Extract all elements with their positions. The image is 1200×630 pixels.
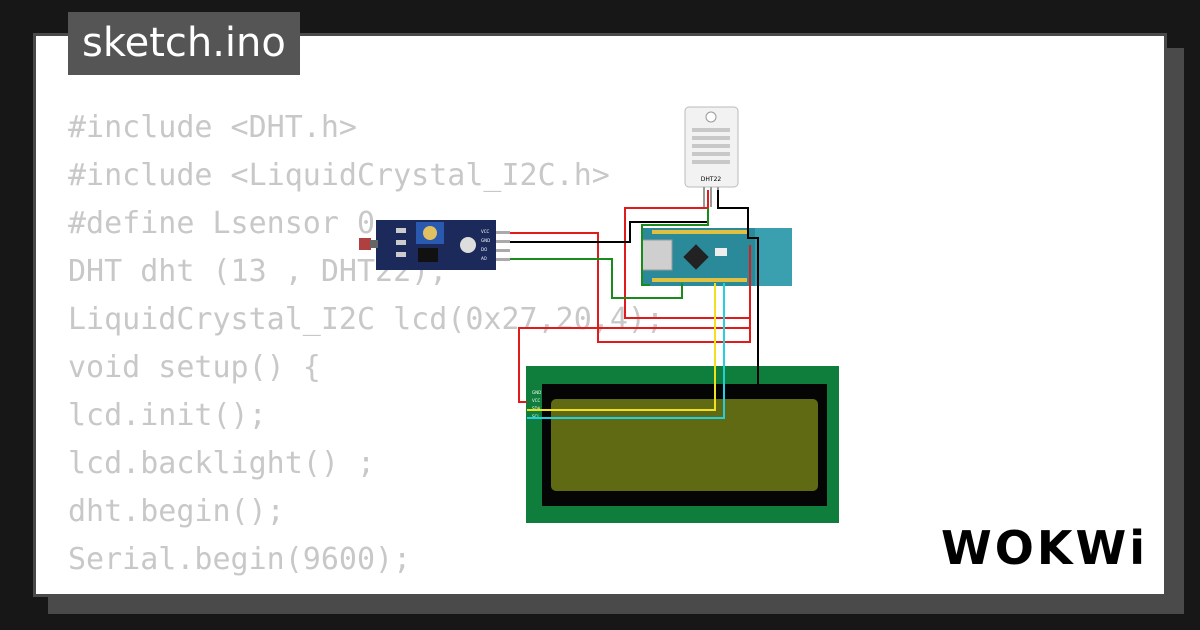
ldr-sensor-module[interactable]: VCC GND DO AO	[359, 220, 510, 270]
lcd-display[interactable]: GND VCC SDA SCL	[526, 366, 839, 523]
code-card: #include <DHT.h> #include <LiquidCrystal_…	[33, 33, 1167, 597]
dht22-label: DHT22	[701, 176, 722, 183]
wires	[510, 190, 759, 419]
code-line: LiquidCrystal_I2C lcd(0x27,20,4);	[68, 302, 665, 337]
code-line: }	[68, 584, 664, 594]
wire-green	[641, 208, 709, 286]
ldr-pin-do: DO	[481, 247, 487, 252]
code-line: Serial.begin(9600);	[68, 542, 412, 577]
code-line: #define Lsensor 0	[68, 206, 376, 241]
wire-green	[510, 258, 683, 299]
ldr-pin-vcc: VCC	[481, 229, 490, 234]
arduino-nano-board[interactable]	[641, 228, 792, 286]
code-line: lcd.init();	[68, 398, 267, 433]
wire-black	[717, 190, 759, 384]
wire-yellow	[527, 283, 716, 411]
ldr-pin-gnd: GND	[481, 238, 490, 243]
ldr-pin-ao: AO	[481, 256, 487, 261]
code-line: dht.begin();	[68, 494, 285, 529]
code-line: lcd.backlight() ;	[68, 446, 376, 481]
code-line: #include <LiquidCrystal_I2C.h>	[68, 158, 610, 193]
code-line: void setup() {	[68, 350, 321, 385]
lcd-pin-vcc: VCC	[532, 398, 541, 403]
wire-cyan	[527, 283, 725, 419]
lcd-pin-sda: SDA	[532, 406, 541, 411]
file-name-tab[interactable]: sketch.ino	[68, 12, 300, 75]
code-line: #include <DHT.h>	[68, 110, 357, 145]
lcd-pin-scl: SCL	[532, 414, 540, 419]
wokwi-logo: WOKWi	[941, 521, 1148, 575]
dht22-sensor[interactable]: DHT22	[684, 106, 739, 207]
lcd-pin-gnd: GND	[532, 390, 541, 395]
wire-black	[510, 221, 708, 243]
wire-red	[518, 245, 751, 403]
